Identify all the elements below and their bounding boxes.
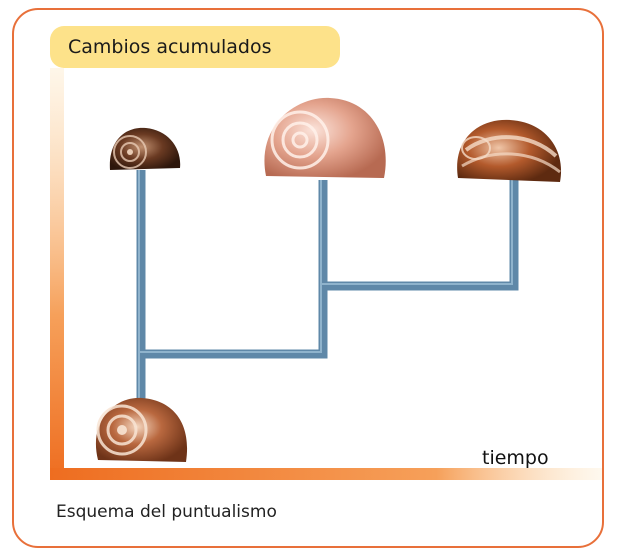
time-axis-label: tiempo <box>482 447 549 469</box>
puntualismo-diagram <box>50 68 602 480</box>
vertical-axis <box>50 68 64 480</box>
dark-small-snail <box>109 127 181 170</box>
figure-caption: Esquema del puntualismo <box>56 502 277 522</box>
branch-right-clade <box>141 180 328 359</box>
pink-large-snail <box>264 97 386 178</box>
phylogeny-branches <box>136 170 519 400</box>
diagram-title: Cambios acumulados <box>50 26 340 68</box>
diagram-title-text: Cambios acumulados <box>68 36 272 58</box>
striped-snail <box>457 119 562 182</box>
branch-striped <box>323 180 519 291</box>
ancestral-snail <box>95 397 188 462</box>
horizontal-axis <box>50 468 602 480</box>
